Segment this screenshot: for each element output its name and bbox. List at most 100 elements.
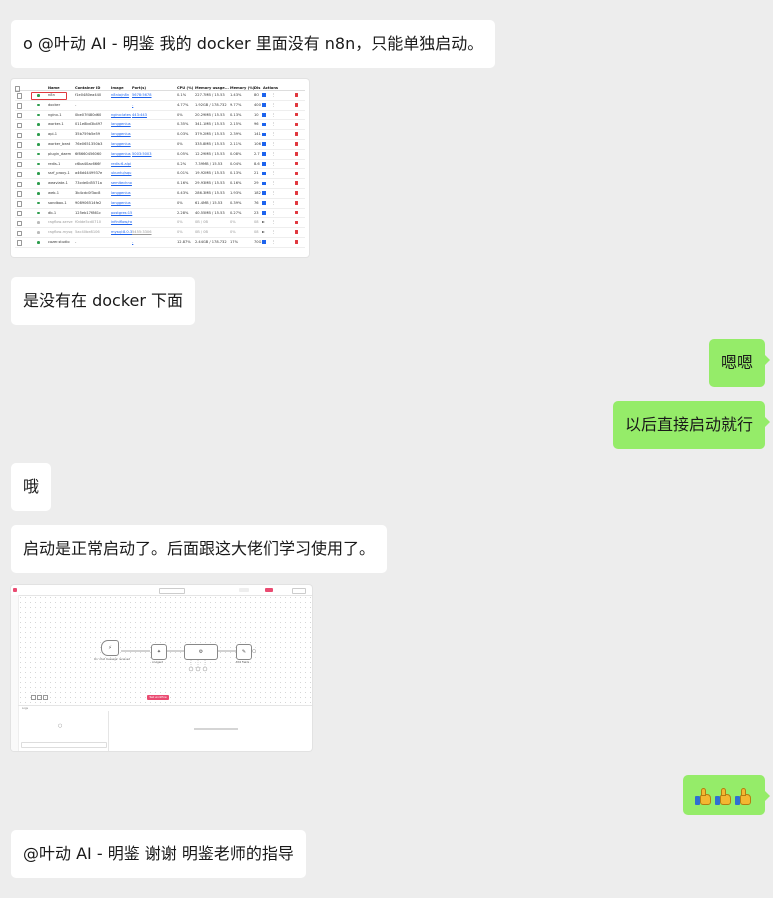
more-icon[interactable]: ⋮ [272,171,276,176]
image-message-docker[interactable]: Name Container ID Image Port(s) CPU (%) … [11,79,309,257]
cell-port[interactable]: 443:443 [132,112,147,117]
cell-image[interactable]: langgenius [111,142,131,146]
stop-icon[interactable] [262,191,266,195]
stop-icon[interactable] [262,210,266,215]
row-checkbox[interactable] [17,230,23,236]
play-icon[interactable] [262,220,265,223]
stop-icon[interactable] [262,161,266,166]
stop-icon[interactable] [262,112,266,117]
more-icon[interactable]: ⋮ [272,191,276,195]
row-checkbox[interactable] [17,171,23,178]
delete-icon[interactable] [295,171,298,176]
cell-image[interactable]: langgenius [111,132,131,137]
delete-icon[interactable] [295,102,298,107]
cell-image[interactable]: mysql:8.0.3 [111,230,133,235]
cell-port[interactable]: 5455:3306 [132,230,152,235]
delete-icon[interactable] [295,210,298,215]
stop-icon[interactable] [262,181,266,186]
delete-icon[interactable] [295,230,298,234]
message-outgoing-emoji[interactable] [683,775,770,815]
stop-icon[interactable] [262,152,266,156]
cell-port[interactable]: - [132,240,134,244]
cell-port[interactable]: 5003:5003 [132,151,152,156]
more-icon[interactable]: ⋮ [272,122,276,127]
cell-image[interactable]: nginx:lates [111,112,131,117]
delete-icon[interactable] [295,93,298,97]
message-incoming[interactable]: 哦 [11,463,52,511]
more-icon[interactable]: ⋮ [272,161,276,166]
delete-icon[interactable] [295,161,298,166]
cell-image[interactable]: langgenius [111,191,131,195]
more-icon[interactable]: ⋮ [272,240,276,244]
more-icon[interactable]: ⋮ [272,132,276,137]
delete-icon[interactable] [295,151,298,156]
delete-icon[interactable] [295,132,298,136]
more-icon[interactable]: ⋮ [272,142,276,146]
row-checkbox[interactable] [17,191,23,197]
more-icon[interactable]: ⋮ [272,200,276,205]
cell-image[interactable]: n8nio/n8n [111,93,130,97]
delete-icon[interactable] [295,220,298,225]
stop-icon[interactable] [262,103,266,107]
cell-image[interactable]: langgenius [111,200,131,205]
more-icon[interactable]: ⋮ [272,230,276,235]
more-icon[interactable]: ⋮ [272,151,276,156]
stop-icon[interactable] [262,171,266,176]
cell-image[interactable]: ubuntu/squ [111,171,132,176]
cell-image[interactable]: redis:6-alpi [111,161,132,166]
delete-icon[interactable] [295,181,298,185]
play-icon[interactable] [262,230,265,233]
message-outgoing[interactable]: 以后直接启动就行 [612,401,771,449]
more-icon[interactable]: ⋮ [272,102,276,107]
delete-icon[interactable] [295,112,298,117]
stop-icon[interactable] [262,142,266,146]
more-icon[interactable]: ⋮ [272,112,276,117]
delete-icon[interactable] [295,142,298,146]
row-checkbox[interactable] [17,220,23,227]
cell-image[interactable]: postgres:15 [111,210,133,215]
cell-port[interactable]: 5678:5678 [132,93,152,97]
delete-icon[interactable] [295,122,298,127]
message-incoming[interactable]: 是没有在 docker 下面 [11,277,196,325]
more-icon[interactable]: ⋮ [272,210,276,215]
row-checkbox[interactable] [17,93,23,99]
row-checkbox[interactable] [17,122,23,129]
row-checkbox[interactable] [17,201,23,207]
stop-icon[interactable] [262,122,266,127]
stop-icon[interactable] [262,201,266,205]
delete-icon[interactable] [295,240,298,244]
delete-icon[interactable] [295,191,298,195]
row-checkbox[interactable] [17,161,23,168]
row-checkbox[interactable] [17,112,23,119]
message-outgoing[interactable]: 嗯嗯 [708,339,771,387]
stop-icon[interactable] [262,240,266,244]
more-icon[interactable]: ⋮ [272,181,276,186]
message-incoming[interactable]: o @叶动 AI - 明鉴 我的 docker 里面没有 n8n，只能单独启动。 [11,20,496,68]
image-message-n8n[interactable]: ⚡ On 'chat message' received ✦ AI Agent … [11,585,312,751]
cell-image[interactable]: infiniflow/ra [111,220,133,225]
stop-icon[interactable] [262,132,266,137]
message-incoming[interactable]: @叶动 AI - 明鉴 谢谢 明鉴老师的指导 [11,830,306,878]
row-checkbox[interactable] [17,210,23,217]
row-checkbox[interactable] [17,240,23,246]
stop-icon[interactable] [262,93,266,97]
cell-image[interactable]: langgenius [111,122,131,127]
row-checkbox[interactable] [17,142,23,148]
cell-port[interactable]: - [132,102,134,107]
delete-icon[interactable] [295,200,298,205]
row-checkbox[interactable] [17,103,23,109]
